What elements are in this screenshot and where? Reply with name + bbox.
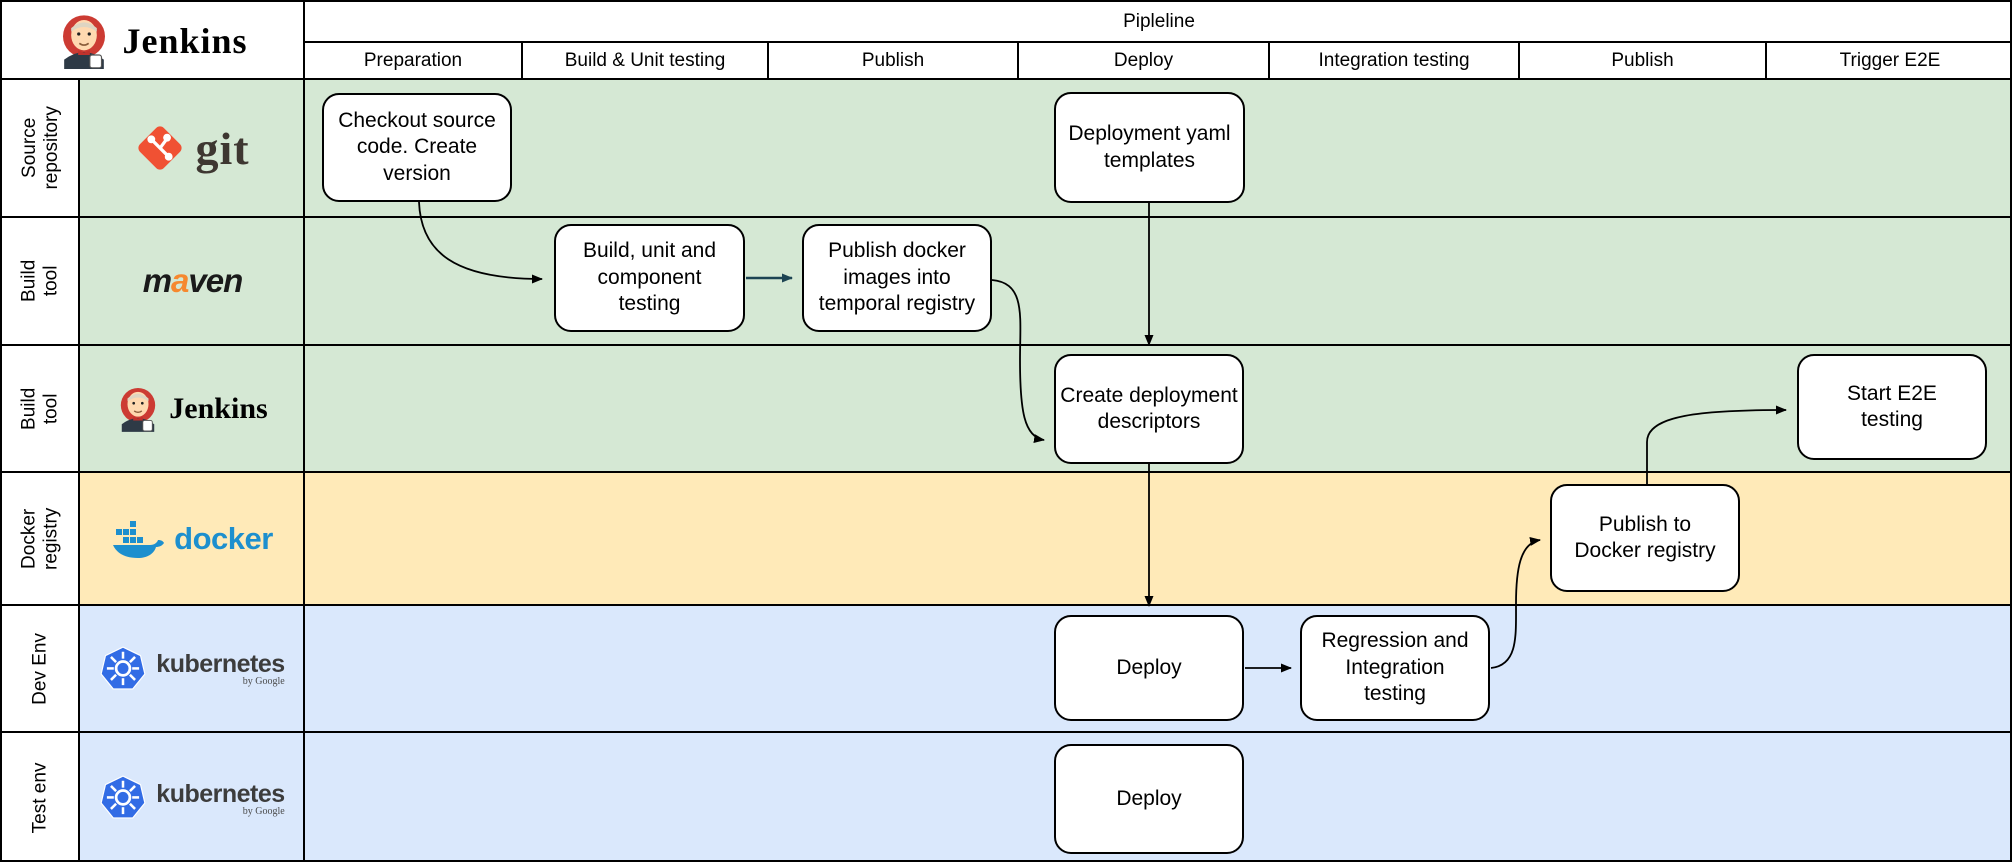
node-start-e2e: Start E2E testing <box>1797 354 1987 460</box>
node-publish-registry: Publish to Docker registry <box>1550 484 1740 592</box>
node-regression: Regression and Integration testing <box>1300 615 1490 721</box>
grid-line <box>1765 42 1767 79</box>
maven-logo: maven <box>81 217 304 345</box>
lane-label-build-tool-2: Build tool <box>2 345 79 472</box>
by-google-label: by Google <box>242 805 285 817</box>
grid-line <box>2 604 2010 606</box>
kubernetes-icon <box>100 646 146 689</box>
by-google-label: by Google <box>242 676 285 687</box>
lane-bg-build-tool-jenkins <box>79 345 2010 472</box>
grid-line <box>2 731 2010 733</box>
kubernetes-logo-dev: kubernetes by Google <box>81 605 304 732</box>
git-wordmark: git <box>195 122 250 174</box>
brand-cell: Jenkins <box>2 2 304 79</box>
lane-label-build-tool-1: Build tool <box>2 217 79 345</box>
node-deploy-test: Deploy <box>1054 744 1244 854</box>
lane-label-source-repository: Source repository <box>2 79 79 217</box>
brand-title: Jenkins <box>122 20 248 61</box>
kubernetes-wordmark: kubernetes by Google <box>156 650 285 687</box>
node-checkout: Checkout source code. Create version <box>322 93 512 202</box>
jenkins-wordmark: Jenkins <box>169 391 268 425</box>
lane-bg-test-env <box>79 732 2010 860</box>
lane-bg-build-tool-maven <box>79 217 2010 345</box>
git-logo: git <box>81 79 304 217</box>
docker-wordmark: docker <box>174 520 273 556</box>
kubernetes-wordmark: kubernetes by Google <box>156 779 285 817</box>
node-publish-temporal: Publish docker images into temporal regi… <box>802 224 992 332</box>
column-header-trigger-e2e: Trigger E2E <box>1839 49 1941 71</box>
git-icon <box>138 126 183 170</box>
column-header-integration-testing: Integration testing <box>1318 49 1470 71</box>
grid-line <box>1518 42 1520 79</box>
grid-line <box>78 79 80 860</box>
grid-line <box>304 41 2010 43</box>
jenkins-butler-icon <box>63 14 106 69</box>
grid-line <box>767 42 769 79</box>
node-build-unit-testing: Build, unit and component testing <box>554 224 745 332</box>
lane-bg-dev-env <box>79 605 2010 732</box>
jenkins-butler-icon <box>121 387 156 432</box>
column-header-publish-2: Publish <box>1611 49 1674 71</box>
lane-label-docker-registry: Docker registry <box>2 472 79 605</box>
node-create-descriptors: Create deployment descriptors <box>1054 354 1244 464</box>
column-header-deploy: Deploy <box>1113 49 1174 71</box>
docker-whale-icon <box>113 520 165 558</box>
grid-line <box>2 78 2010 80</box>
docker-logo: docker <box>81 472 304 605</box>
node-deploy-dev: Deploy <box>1054 615 1244 721</box>
grid-line <box>521 42 523 79</box>
grid-line <box>2 216 2010 218</box>
node-deployment-yaml: Deployment yaml templates <box>1054 92 1245 203</box>
grid-line <box>2 471 2010 473</box>
maven-wordmark: maven <box>142 262 244 299</box>
grid-line <box>303 2 305 860</box>
kubernetes-logo-test: kubernetes by Google <box>81 732 304 860</box>
column-header-build-unit-testing: Build & Unit testing <box>564 49 726 71</box>
jenkins-logo: Jenkins <box>81 345 304 472</box>
lane-label-dev-env: Dev Env <box>2 605 79 732</box>
grid-line <box>1017 42 1019 79</box>
column-header-preparation: Preparation <box>363 49 463 71</box>
column-header-publish-1: Publish <box>861 49 925 71</box>
lane-label-test-env: Test env <box>2 732 79 860</box>
kubernetes-icon <box>100 775 146 819</box>
grid-line <box>1268 42 1270 79</box>
pipeline-header: Pipleline <box>1123 11 1195 32</box>
